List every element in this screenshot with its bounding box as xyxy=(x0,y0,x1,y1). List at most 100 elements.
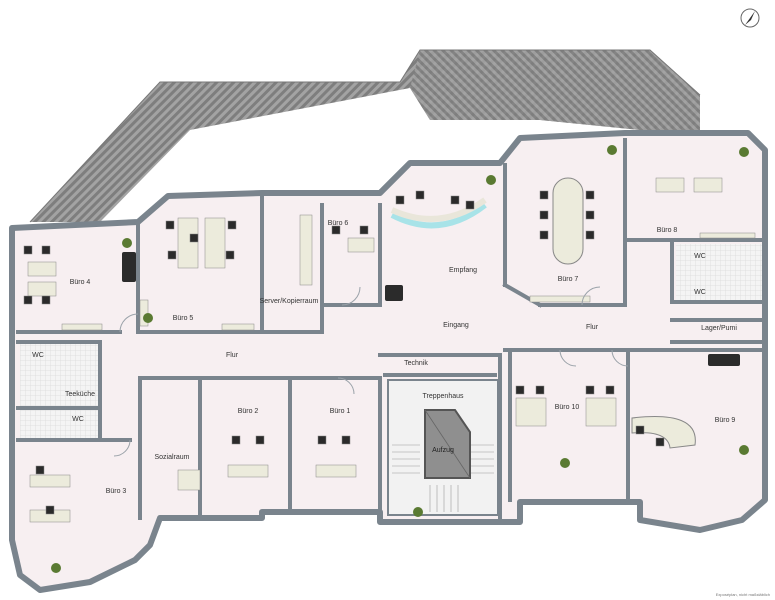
desk xyxy=(204,217,226,269)
desk xyxy=(655,177,685,193)
label-server: Server/Kopierraum xyxy=(260,298,319,305)
chair xyxy=(415,190,425,200)
label-buero-9: Büro 9 xyxy=(715,417,736,424)
label-wc-left-top: WC xyxy=(32,352,44,359)
roof-terrace xyxy=(29,49,701,223)
reception-desk xyxy=(390,197,487,229)
plant-icon xyxy=(413,507,423,517)
desk xyxy=(515,397,547,427)
desk xyxy=(529,295,591,303)
label-sozialraum: Sozialraum xyxy=(154,454,189,461)
chair xyxy=(225,250,235,260)
chair xyxy=(585,385,595,395)
label-wc-right-bottom: WC xyxy=(694,289,706,296)
doors xyxy=(113,286,629,457)
plant-icon xyxy=(143,313,153,323)
wet-rooms xyxy=(20,244,762,438)
label-empfang: Empfang xyxy=(449,267,477,274)
label-wc-left-bottom: WC xyxy=(72,416,84,423)
label-eingang: Eingang xyxy=(443,322,469,329)
north-arrow-icon xyxy=(740,8,760,28)
furniture-layer xyxy=(23,145,756,573)
chair xyxy=(515,385,525,395)
desk xyxy=(61,323,103,331)
chair xyxy=(585,230,595,240)
label-buero-2: Büro 2 xyxy=(238,408,259,415)
chair xyxy=(450,195,460,205)
elevator-shaft xyxy=(424,409,471,479)
stairwell xyxy=(387,379,499,516)
desk xyxy=(177,217,199,269)
sofas xyxy=(122,252,740,366)
plant-icon xyxy=(739,147,749,157)
desk xyxy=(221,323,255,331)
label-aufzug: Aufzug xyxy=(432,447,454,454)
label-wc-right-top: WC xyxy=(694,253,706,260)
room-labels: Büro 4 Büro 5 Server/Kopierraum Büro 6 E… xyxy=(32,220,737,495)
chair xyxy=(317,435,327,445)
chair xyxy=(359,225,369,235)
desk xyxy=(227,464,269,478)
label-buero-4: Büro 4 xyxy=(70,279,91,286)
desk xyxy=(27,281,57,297)
plant-icon xyxy=(560,458,570,468)
chair xyxy=(585,210,595,220)
desk xyxy=(27,261,57,277)
label-buero-8: Büro 8 xyxy=(657,227,678,234)
desk xyxy=(693,177,723,193)
chair xyxy=(539,230,549,240)
chair xyxy=(189,233,199,243)
chair xyxy=(395,195,405,205)
conference-table xyxy=(552,177,584,265)
chair xyxy=(655,437,665,447)
plant-icon xyxy=(739,445,749,455)
chair xyxy=(535,385,545,395)
desk xyxy=(347,237,375,253)
label-buero-5: Büro 5 xyxy=(173,315,194,322)
desk xyxy=(299,214,313,286)
footnote: Exposéplan, nicht maßstäblich xyxy=(716,592,770,597)
chair xyxy=(23,245,33,255)
chair xyxy=(539,210,549,220)
chair xyxy=(45,505,55,515)
chair xyxy=(585,190,595,200)
curved-desk xyxy=(631,416,696,449)
desk xyxy=(699,232,756,239)
label-teekueche: Teeküche xyxy=(65,391,95,398)
chair xyxy=(341,435,351,445)
chair xyxy=(227,220,237,230)
desk xyxy=(177,469,201,491)
label-technik: Technik xyxy=(404,360,428,367)
plant-icon xyxy=(486,175,496,185)
chair xyxy=(255,435,265,445)
label-buero-7: Büro 7 xyxy=(558,276,579,283)
chair xyxy=(41,295,51,305)
chair xyxy=(35,465,45,475)
label-buero-10: Büro 10 xyxy=(555,404,580,411)
chair xyxy=(539,190,549,200)
chair xyxy=(605,385,615,395)
chair xyxy=(167,250,177,260)
label-buero-1: Büro 1 xyxy=(330,408,351,415)
desk xyxy=(315,464,357,478)
label-lager: Lager/Pumi xyxy=(701,325,737,332)
chair xyxy=(23,295,33,305)
label-treppenhaus: Treppenhaus xyxy=(423,393,464,400)
label-buero-3: Büro 3 xyxy=(106,488,127,495)
plant-icon xyxy=(51,563,61,573)
plant-icon xyxy=(607,145,617,155)
label-flur-left: Flur xyxy=(226,352,239,359)
chair xyxy=(165,220,175,230)
label-buero-6: Büro 6 xyxy=(328,220,349,227)
chair xyxy=(465,200,475,210)
desk xyxy=(29,474,71,488)
floor-slab xyxy=(9,130,768,593)
chair xyxy=(41,245,51,255)
chair xyxy=(635,425,645,435)
desk xyxy=(585,397,617,427)
label-flur-right: Flur xyxy=(586,324,599,331)
chair xyxy=(231,435,241,445)
chair xyxy=(331,225,341,235)
plant-icon xyxy=(122,238,132,248)
